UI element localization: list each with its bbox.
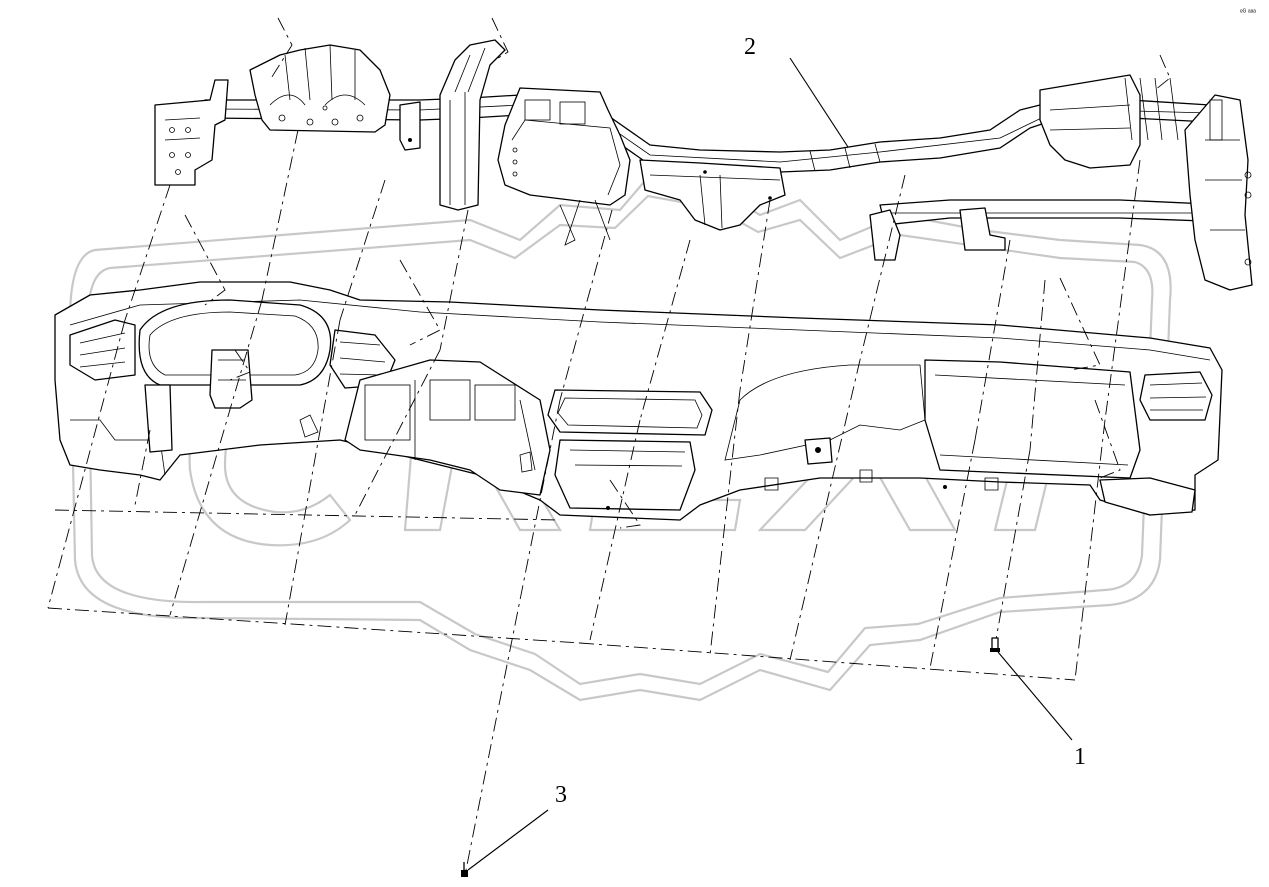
steering-column-support [249, 44, 391, 133]
cross-car-beam [154, 39, 1253, 291]
callouts: 2 1 3 ᵉᴳ ᵃᵃᵃ [461, 9, 1256, 877]
watermark-inner-outline [86, 194, 1154, 686]
leader-line-2 [789, 57, 849, 148]
center-stack-frame [497, 87, 631, 206]
instrument-panel [54, 281, 1223, 521]
left-air-vent [69, 319, 136, 381]
center-stack-panel [344, 359, 551, 496]
right-end-bracket [1184, 94, 1253, 291]
callout-label-1: 1 [1074, 744, 1086, 770]
watermark-outer-outline [68, 173, 1172, 702]
right-air-vent [1139, 371, 1213, 421]
callout-label-2: 2 [744, 34, 756, 60]
cluster-opening [138, 299, 332, 386]
airbag-bracket [1039, 74, 1141, 169]
display-opening [547, 389, 713, 436]
leader-line-1 [997, 651, 1073, 741]
assembly-guide-lines [47, 17, 1171, 876]
callout-label-3: 3 [555, 782, 567, 808]
bolt-part-1 [990, 637, 1000, 652]
center-support-bracket [639, 159, 786, 231]
screw-part-3 [461, 862, 468, 877]
corner-mark: ᵉᴳ ᵃᵃᵃ [1240, 9, 1256, 16]
vertical-brace-left [439, 39, 506, 211]
left-end-bracket [154, 79, 229, 186]
leader-line-3 [467, 809, 549, 871]
